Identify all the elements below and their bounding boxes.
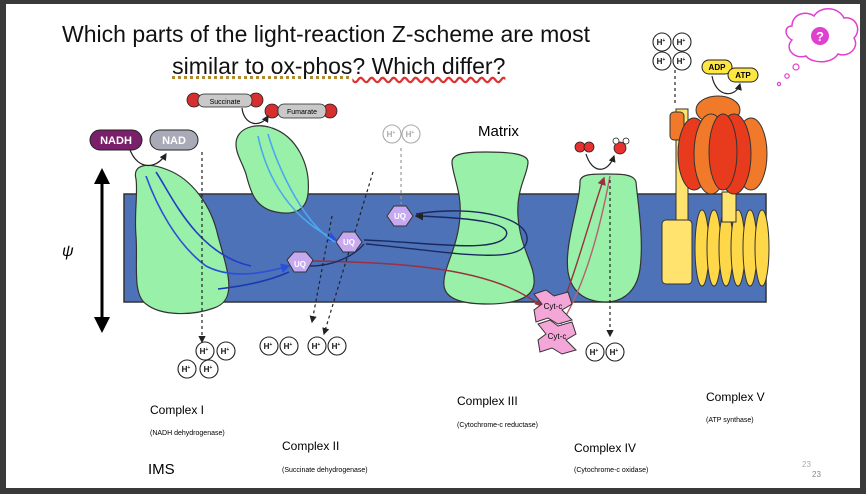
adp-label: ADP [709, 63, 727, 72]
proton-label: H+ [677, 57, 686, 66]
uq-label-1: UQ [294, 260, 306, 269]
q-cycle-paths [309, 175, 611, 325]
complex-iii [443, 151, 535, 305]
proton-label: H+ [590, 348, 599, 357]
oxygen-reduction-arrow [585, 153, 616, 170]
proton-h-plus: H+ [382, 124, 402, 144]
proton-h-plus: H+ [652, 32, 672, 52]
ims-label: IMS [148, 461, 175, 478]
title-line-2a: similar to ox-phos [172, 53, 353, 79]
proton-label: H+ [200, 347, 209, 356]
proton-label: H+ [204, 365, 213, 374]
psi-label: ψ [62, 243, 74, 260]
fumarate-molecule: Fumarate [264, 103, 338, 119]
cytc-protein: Cyt-c [533, 289, 573, 325]
slide: Which parts of the light-reaction Z-sche… [6, 4, 860, 488]
complex-v-sub: (ATP synthase) [706, 417, 754, 424]
complex-i-label: Complex I [150, 403, 204, 417]
fumarate-label: Fumarate [287, 109, 317, 116]
proton-label: H+ [657, 57, 666, 66]
proton-h-plus: H+ [652, 51, 672, 71]
proton-h-plus: H+ [279, 336, 299, 356]
thought-question-mark: ? [816, 29, 824, 44]
proton-label: H+ [182, 365, 191, 374]
cytc-protein: Cyt-c [537, 319, 577, 355]
c-ring [694, 209, 770, 287]
electron-paths [145, 133, 340, 290]
complex-iv-label: Complex IV [574, 441, 636, 455]
proton-label: H+ [332, 342, 341, 351]
uq-label-3: UQ [394, 212, 406, 221]
proton-h-plus: H+ [307, 336, 327, 356]
complex-ii-sub: (Succinate dehydrogenase) [282, 467, 368, 474]
proton-h-plus: H+ [199, 359, 219, 379]
proton-h-plus: H+ [259, 336, 279, 356]
page-number-ghost: 23 [802, 460, 811, 469]
succinate-label: Succinate [210, 99, 241, 106]
uq-hexagon: UQ [286, 251, 314, 273]
nad-badge: NAD [149, 129, 199, 151]
proton-arrows [198, 64, 676, 344]
complex-iv-sub: (Cytochrome-c oxidase) [574, 467, 648, 474]
title-line-2b: ? Which differ? [352, 53, 506, 79]
proton-label: H+ [264, 342, 273, 351]
adp-badge: ADP [701, 59, 733, 75]
complex-v-label: Complex V [706, 390, 765, 404]
uq-label-2: UQ [343, 238, 355, 247]
proton-h-plus: H+ [177, 359, 197, 379]
proton-h-plus: H+ [401, 124, 421, 144]
proton-label: H+ [677, 38, 686, 47]
proton-label: H+ [312, 342, 321, 351]
proton-label: H+ [387, 130, 396, 139]
proton-label: H+ [657, 38, 666, 47]
slide-title: Which parts of the light-reaction Z-sche… [6, 18, 646, 82]
uq-hexagon: UQ [386, 205, 414, 227]
complex-iv [566, 173, 642, 303]
atp-synthesis-arrow [711, 75, 742, 95]
proton-h-plus: H+ [327, 336, 347, 356]
cytc-label-2: Cyt-c [548, 332, 567, 341]
proton-h-plus: H+ [672, 32, 692, 52]
proton-h-plus: H+ [585, 342, 605, 362]
page-number: 23 [812, 470, 821, 479]
proton-label: H+ [406, 130, 415, 139]
complex-iii-label: Complex III [457, 394, 518, 408]
oxygen-molecule [574, 141, 595, 153]
nadh-badge: NADH [89, 129, 143, 151]
matrix-label: Matrix [478, 123, 519, 140]
complex-v [661, 95, 770, 287]
water-molecule [612, 137, 630, 155]
succinate-molecule: Succinate [186, 92, 264, 108]
proton-h-plus: H+ [195, 341, 215, 361]
nad-label: NAD [162, 135, 186, 147]
proton-label: H+ [221, 347, 230, 356]
atp-label: ATP [735, 71, 751, 80]
cytc-label-1: Cyt-c [544, 302, 563, 311]
complex-i [134, 164, 230, 315]
ox-phos-diagram: ψ [62, 8, 859, 479]
proton-group: H+ H+ H+ H+ H+ H+ H+ H+ H+ H+ H+ H+ H+ H+ H+ H+ [177, 32, 692, 379]
thought-bubble: ? [776, 8, 859, 87]
proton-h-plus: H+ [216, 341, 236, 361]
membrane-potential-arrow [94, 168, 110, 333]
title-line-1: Which parts of the light-reaction Z-sche… [62, 21, 590, 47]
succinate-to-fumarate-arrow [241, 107, 269, 125]
proton-label: H+ [610, 348, 619, 357]
proton-label: H+ [284, 342, 293, 351]
complex-ii-label: Complex II [282, 439, 339, 453]
uq-hexagon: UQ [335, 231, 363, 253]
nadh-label: NADH [100, 135, 132, 147]
atp-badge: ATP [727, 67, 759, 83]
nadh-to-nad-arrow [129, 149, 167, 167]
proton-h-plus: H+ [605, 342, 625, 362]
proton-h-plus: H+ [672, 51, 692, 71]
complex-i-sub: (NADH dehydrogenase) [150, 430, 225, 437]
title-line-2: similar to ox-phos? Which differ? [147, 50, 506, 82]
complex-iii-sub: (Cytochrome-c reductase) [457, 422, 538, 429]
